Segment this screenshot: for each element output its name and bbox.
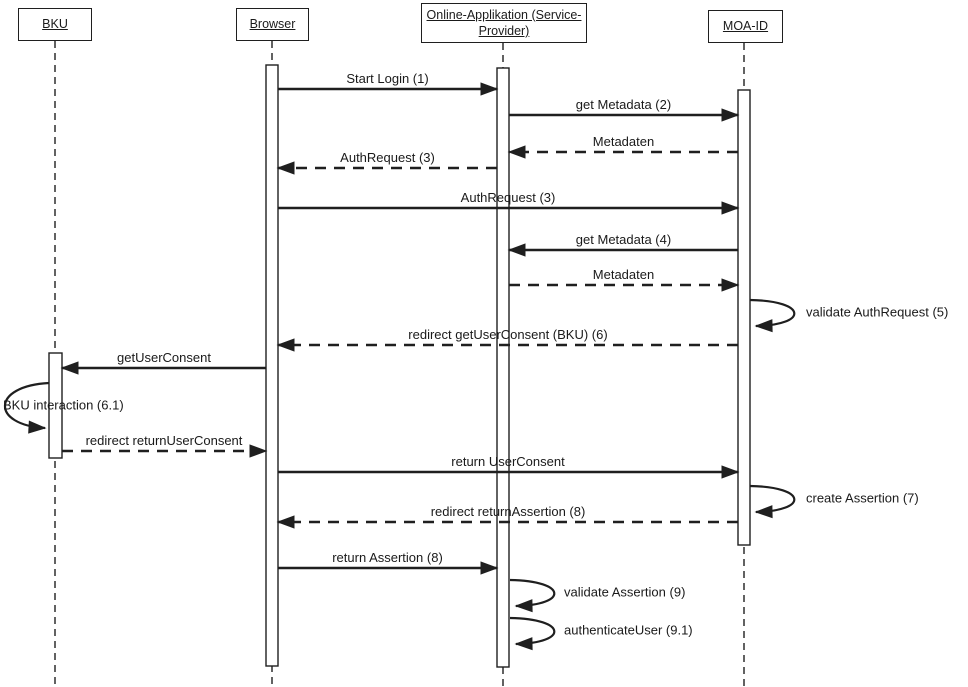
activation-bar-browser — [265, 64, 279, 667]
activation-bar-oa — [496, 67, 510, 668]
message-label: redirect returnAssertion (8) — [430, 504, 586, 520]
self-message-arrow — [4, 381, 50, 434]
self-message-label: authenticateUser (9.1) — [564, 622, 693, 638]
participant-box-moa: MOA-ID — [708, 10, 783, 43]
participant-box-bku: BKU — [18, 8, 92, 41]
message-label: AuthRequest (3) — [460, 190, 556, 206]
participant-box-oa: Online-Applikation (Service- Provider) — [421, 3, 587, 43]
message-label: Start Login (1) — [346, 71, 429, 87]
self-message-label: validate Assertion (9) — [564, 584, 686, 600]
messages-layer — [4, 82, 796, 651]
self-message-arrow — [749, 298, 796, 333]
message-label: return Assertion (8) — [332, 550, 443, 566]
message-label: get Metadata (4) — [575, 232, 672, 248]
self-message-label: validate AuthRequest (5) — [806, 304, 949, 320]
message-label: redirect returnUserConsent — [85, 433, 243, 449]
message-label: AuthRequest (3) — [340, 150, 435, 166]
self-message-arrow — [749, 484, 796, 519]
message-label: get Metadata (2) — [575, 97, 672, 113]
message-label: return UserConsent — [451, 454, 565, 470]
message-label: Metadaten — [592, 267, 655, 283]
message-label: getUserConsent — [117, 350, 211, 366]
self-message-label: create Assertion (7) — [806, 490, 919, 506]
activations-layer — [48, 64, 751, 668]
message-label: redirect getUserConsent (BKU) (6) — [408, 327, 608, 343]
activation-bar-moa — [737, 89, 751, 546]
message-label: Metadaten — [592, 134, 655, 150]
participant-box-browser: Browser — [236, 8, 309, 41]
activation-bar-bku — [48, 352, 63, 459]
self-message-label: BKU interaction (6.1) — [3, 397, 124, 413]
self-message-arrow — [509, 616, 556, 651]
self-message-arrow — [509, 578, 556, 613]
